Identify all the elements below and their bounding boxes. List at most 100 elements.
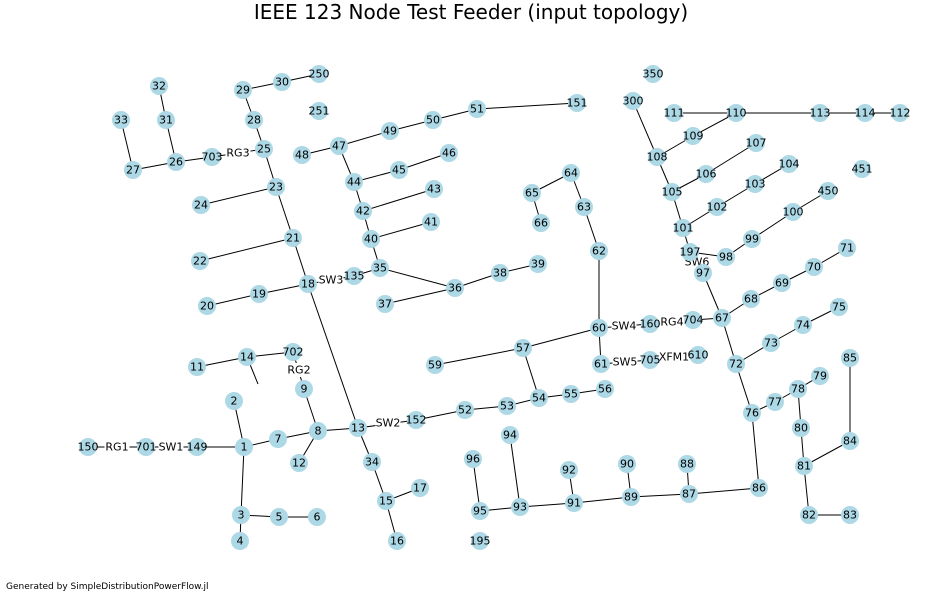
svg-text:RG2: RG2 [287, 364, 310, 377]
edge-label-sw3: SW3 [318, 273, 344, 287]
node-label: 57 [516, 342, 530, 355]
node-label: 101 [673, 222, 694, 235]
edge-label-xfm1: XFM1 [658, 350, 690, 364]
node-44: 44 [345, 173, 363, 191]
node-63: 63 [575, 198, 593, 216]
node-86: 86 [750, 479, 768, 497]
node-label: 704 [683, 314, 704, 327]
node-96: 96 [464, 450, 482, 468]
node-60: 60 [590, 319, 608, 337]
node-34: 34 [363, 453, 381, 471]
node-label: 7 [275, 433, 282, 446]
node-69: 69 [773, 274, 791, 292]
svg-text:RG1: RG1 [105, 441, 128, 454]
node-label: 112 [890, 107, 911, 120]
node-label: 19 [252, 288, 266, 301]
node-label: 110 [726, 107, 747, 120]
node-label: 18 [301, 278, 315, 291]
edge-label-sw4: SW4 [611, 319, 637, 333]
node-label: 4 [237, 535, 244, 548]
node-2: 2 [225, 392, 243, 410]
node-label: 75 [832, 301, 846, 314]
node-label: 195 [470, 535, 491, 548]
node-16: 16 [388, 532, 406, 550]
node-label: 39 [531, 258, 545, 271]
node-label: 705 [640, 354, 661, 367]
svg-text:SW4: SW4 [612, 320, 637, 333]
edge-106-107 [705, 142, 757, 175]
node-36: 36 [446, 279, 464, 297]
node-705: 705 [640, 351, 661, 369]
edge-40-41 [370, 221, 432, 240]
node-label: 111 [664, 107, 685, 120]
node-label: 34 [365, 456, 379, 469]
node-label: 251 [309, 105, 330, 118]
node-label: 22 [193, 255, 207, 268]
node-14: 14 [238, 348, 256, 366]
node-109: 109 [683, 127, 704, 145]
node-label: 36 [448, 282, 462, 295]
node-label: 50 [426, 114, 440, 127]
node-300: 300 [623, 92, 644, 110]
node-15: 15 [377, 492, 395, 510]
node-25: 25 [255, 140, 273, 158]
node-78: 78 [789, 380, 807, 398]
node-46: 46 [440, 144, 458, 162]
node-4: 4 [231, 532, 249, 550]
node-label: 21 [286, 232, 300, 245]
edge-label-sw1: SW1 [158, 440, 184, 454]
node-label: 79 [813, 370, 827, 383]
node-149: 149 [187, 438, 208, 456]
node-label: 99 [745, 233, 759, 246]
node-114: 114 [855, 104, 876, 122]
node-label: 135 [344, 270, 365, 283]
node-label: 114 [855, 107, 876, 120]
node-112: 112 [890, 104, 911, 122]
node-106: 106 [696, 165, 717, 183]
node-73: 73 [762, 334, 780, 352]
node-55: 55 [562, 385, 580, 403]
node-label: 40 [364, 233, 378, 246]
node-150: 150 [78, 438, 99, 456]
node-68: 68 [742, 290, 760, 308]
node-24: 24 [192, 196, 210, 214]
svg-text:SW2: SW2 [376, 417, 401, 430]
node-label: 73 [764, 337, 778, 350]
node-75: 75 [830, 298, 848, 316]
edge-label-rg3: RG3 [225, 146, 251, 160]
node-label: 85 [843, 352, 857, 365]
node-label: 88 [680, 458, 694, 471]
node-label: 91 [567, 497, 581, 510]
node-label: 77 [768, 396, 782, 409]
node-40: 40 [362, 230, 380, 248]
svg-text:RG3: RG3 [226, 147, 249, 160]
node-label: 106 [696, 168, 717, 181]
node-31: 31 [157, 111, 175, 129]
node-label: 23 [269, 181, 283, 194]
node-82: 82 [800, 506, 818, 524]
node-197: 197 [680, 243, 701, 261]
node-label: 89 [624, 491, 638, 504]
node-6: 6 [308, 508, 326, 526]
node-54: 54 [530, 389, 548, 407]
node-label: 26 [169, 156, 183, 169]
node-label: 29 [236, 84, 250, 97]
node-37: 37 [376, 295, 394, 313]
node-1: 1 [235, 438, 253, 456]
node-label: 64 [564, 167, 578, 180]
node-label: 74 [796, 319, 810, 332]
node-label: 107 [746, 137, 767, 150]
node-label: 97 [696, 267, 710, 280]
svg-text:XFM1: XFM1 [659, 351, 689, 364]
node-label: 610 [688, 349, 709, 362]
node-101: 101 [673, 219, 694, 237]
node-label: 56 [598, 383, 612, 396]
node-11: 11 [188, 358, 206, 376]
node-label: 41 [424, 216, 438, 229]
node-label: 1 [241, 441, 248, 454]
node-label: 109 [683, 130, 704, 143]
node-62: 62 [590, 242, 608, 260]
node-13: 13 [349, 419, 367, 437]
node-label: 82 [802, 509, 816, 522]
node-49: 49 [381, 122, 399, 140]
